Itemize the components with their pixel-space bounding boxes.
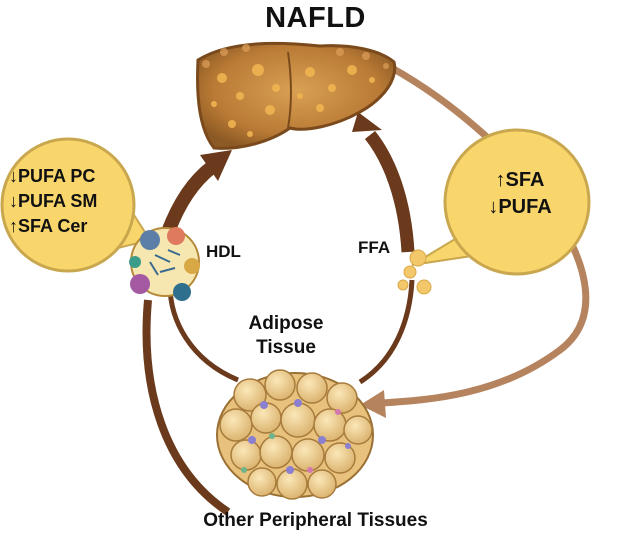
ffa-to-liver-arrow [352,112,415,253]
left-bubble-line-1: ↓PUFA PC [9,166,96,186]
left-bubble-line-3: ↑SFA Cer [9,216,88,236]
left-bubble-line-2: ↓PUFA SM [9,191,98,211]
right-bubble-text: ↑SFA ↓PUFA [470,167,570,221]
diagram-title: NAFLD [265,2,366,34]
liver-illustration [196,41,397,150]
hdl-to-liver-arrow [161,150,232,235]
left-bubble-text: ↓PUFA PC ↓PUFA SM ↑SFA Cer [9,164,129,239]
adipose-label-line1: Adipose [248,313,324,334]
left-bubble [0,137,152,273]
adipose-label-line2: Tissue [256,337,316,358]
adipose-tissue-illustration [216,369,374,500]
right-bubble [411,128,591,276]
adipose-to-hdl-arc [167,284,239,383]
right-bubble-line-2: ↓PUFA [488,196,552,218]
ffa-label: FFA [358,238,391,257]
adipose-tissue-label: Adipose Tissue [226,312,346,360]
right-bubble-line-1: ↑SFA [495,169,545,191]
adipose-to-ffa-arc [358,279,415,385]
peripheral-tissues-label: Other Peripheral Tissues [203,510,428,531]
hdl-label: HDL [206,242,241,261]
peripheral-to-hdl-arrow [142,299,231,516]
ffa-droplets [397,249,432,295]
hdl-particle [129,227,200,301]
